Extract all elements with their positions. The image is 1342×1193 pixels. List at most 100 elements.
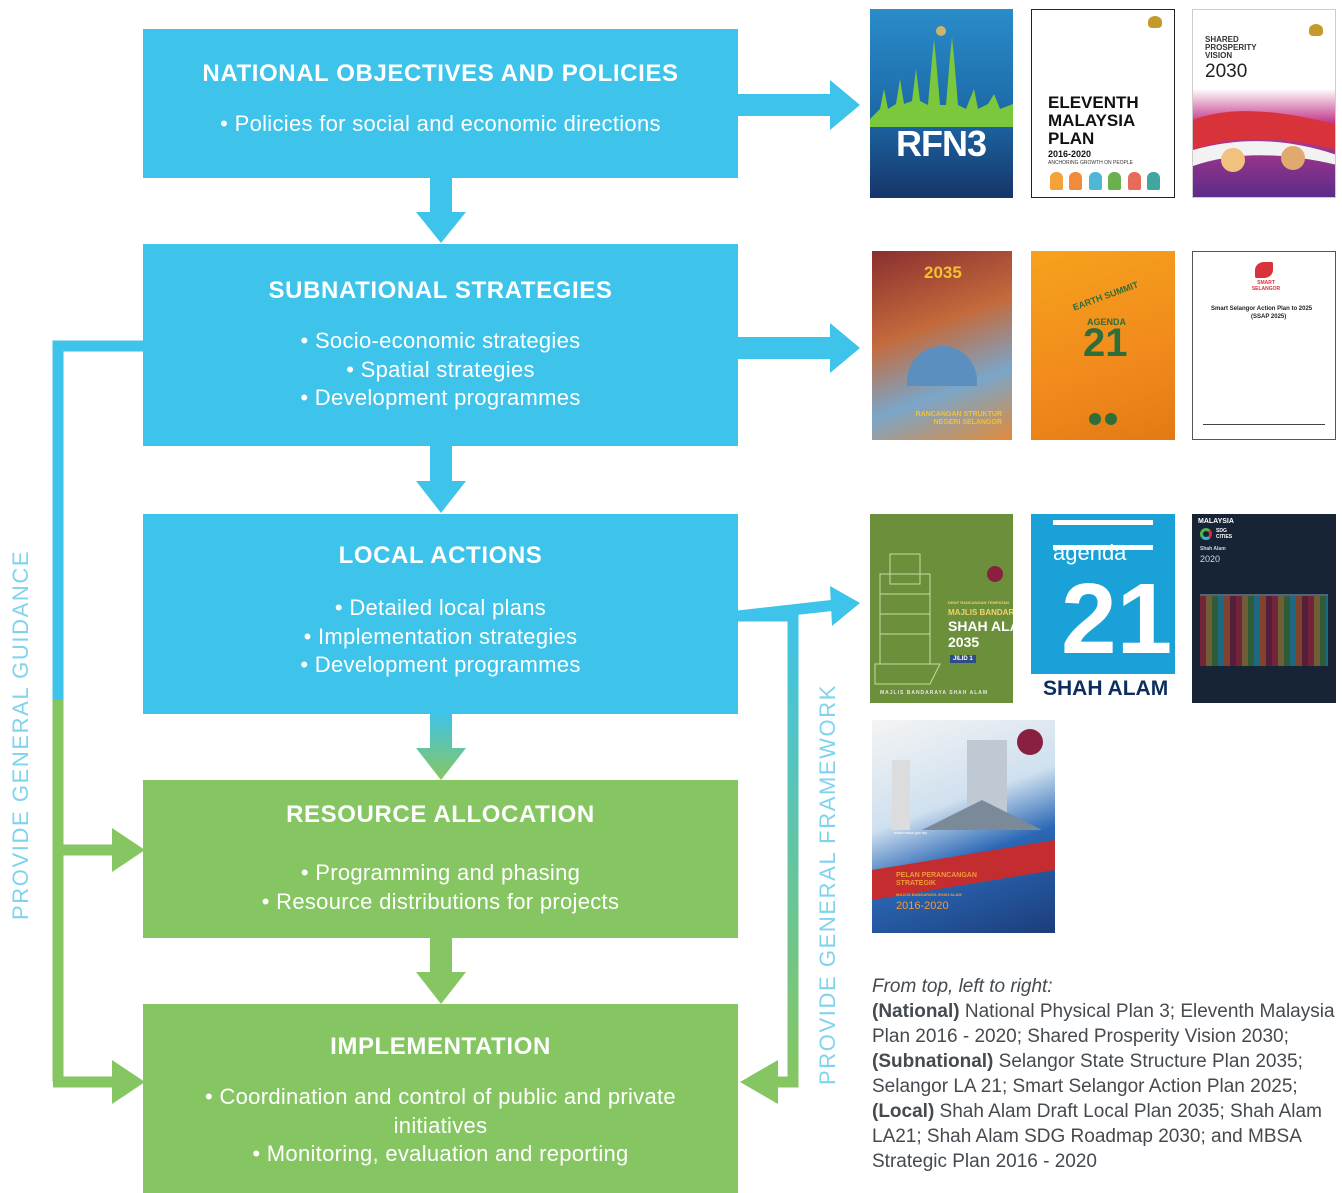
rfn3-title: RFN3 [896,123,987,164]
draft-plan-building-graphic [874,553,1003,685]
spv-title-line: VISION [1205,51,1233,60]
smart-selangor-subtitle: (SSAP 2025) [1251,314,1287,320]
smart-selangor-title: Smart Selangor Action Plan to 2025 [1211,306,1313,312]
sdg-cities-line: CITIES [1216,534,1233,540]
caption-subnational-text: Selangor State Structure Plan 2035; Sela… [872,1051,1303,1097]
box-implementation-item: Coordination and control of public and p… [203,1083,678,1140]
box-resource-allocation-title: RESOURCE ALLOCATION [286,801,595,828]
un-emblem-icon [1089,413,1101,425]
sdg-cities-line: MALAYSIA [1198,518,1234,525]
rfn3-skyline-graphic [870,26,1013,127]
cover-smart-selangor: SMART SELANGOR Smart Selangor Action Pla… [1192,251,1336,440]
eleventh-years: 2016-2020 [1048,149,1092,159]
mbsa-years: 2016-2020 [896,900,949,912]
arrow-down-1 [416,212,466,243]
la21-selangor-line: 21 [1083,321,1128,365]
caption-level-subnational: (Subnational) [872,1051,994,1072]
arrow-to-implementation [112,1060,145,1104]
caption-level-national: (National) [872,1001,960,1022]
draft-plan-footer: MAJLIS BANDARAYA SHAH ALAM [880,690,989,696]
la21-agenda: agenda [1053,540,1127,565]
arrow-down-2 [416,481,466,513]
cover-shared-prosperity-vision: SHARED PROSPERITY VISION 2030 [1192,9,1336,198]
caption-intro: From top, left to right: [872,976,1053,997]
caption-national-text: National Physical Plan 3; Eleventh Malay… [872,1001,1335,1047]
arrow-to-local-covers [830,586,860,626]
spv-title-line: SHARED [1205,35,1239,44]
down-arrows [416,176,466,1004]
box-local: LOCAL ACTIONS Detailed local plans Imple… [143,514,738,714]
box-national-item: Policies for social and economic directi… [143,110,738,139]
la21-selangor-line: AGENDA [1087,317,1127,327]
la21-jawi-script [1053,520,1153,550]
draft-plan-line: 2035 [948,634,980,650]
figure-caption: From top, left to right: (National) Nati… [872,974,1342,1174]
arrow-framework-to-implementation [740,1060,778,1104]
box-subnational-title: SUBNATIONAL STRATEGIES [268,277,613,304]
box-resource-allocation-item: Resource distributions for projects [143,888,738,917]
arrow-to-national-covers [830,80,860,130]
label-provide-general-framework: PROVIDE GENERAL FRAMEWORK [815,683,840,1085]
sdg-wheel-icon [1200,528,1212,540]
people-icons [1050,172,1160,190]
caption-level-local: (Local) [872,1101,935,1122]
box-resource-allocation-item: Programming and phasing [143,859,738,888]
cover-mbsa-strategic-plan: www.mbsa.gov.my PELAN PERANCANGAN STRATE… [872,720,1055,933]
draft-plan-line: DRAF RANCANGAN TEMPATAN [948,600,1009,605]
arrow-to-subnational-covers [830,323,860,373]
cover-sdg-cities-roadmap: MALAYSIA SDG CITIES Shah Alam 2020 [1192,514,1336,703]
caption-local-text: Shah Alam Draft Local Plan 2035; Shah Al… [872,1101,1322,1172]
cover-eleventh-malaysia-plan: ELEVENTH MALAYSIA PLAN 2016-2020 ANCHORI… [1031,9,1175,198]
sdg-cities-year: 2020 [1200,554,1221,564]
box-subnational-item: Spatial strategies [143,356,738,385]
smart-selangor-logo: SMART SELANGOR [1251,280,1281,292]
guidance-line-top [52,340,145,1082]
crest-icon [1148,16,1162,28]
box-national-title: NATIONAL OBJECTIVES AND POLICIES [202,60,679,87]
cover-shah-alam-draft-local-plan: DRAF RANCANGAN TEMPATAN MAJLIS BANDARAYA… [870,514,1013,703]
selangor-structure-title: RANCANGAN STRUKTUR NEGERI SELANGOR [915,411,1002,426]
right-arrows [737,80,860,626]
draft-plan-jilid: JILID 1 [950,655,976,663]
mosque-dome-graphic [907,346,977,386]
eleventh-title-line: ELEVENTH [1048,93,1139,112]
spv-flag-graphic [1193,111,1335,172]
cover-selangor-la21: EARTH SUMMIT AGENDA 21 [1031,251,1175,440]
sdg-city-skyline [1200,594,1328,666]
box-implementation: IMPLEMENTATION Coordination and control … [143,1004,738,1193]
box-national: NATIONAL OBJECTIVES AND POLICIES Policie… [143,29,738,178]
framework-connector [738,610,799,1104]
cover-selangor-structure-plan: 2035 RANCANGAN STRUKTUR NEGERI SELANGOR [872,251,1012,440]
la21-selangor-line: EARTH SUMMIT [1071,279,1140,313]
selangor-structure-year: 2035 [924,263,962,282]
la21-bottom-band [1031,674,1175,703]
framework-line [738,610,799,1088]
box-local-item: Development programmes [143,651,738,680]
crest-icon [1309,24,1323,36]
eleventh-tagline: ANCHORING GROWTH ON PEOPLE [1048,160,1134,166]
eleventh-title-line: PLAN [1048,129,1095,148]
draft-plan-line: MAJLIS BANDARAYA [948,608,1013,617]
smart-selangor-divider [1203,424,1325,425]
sdg-cities-line: SDG [1216,528,1227,534]
spv-title-line: PROSPERITY [1205,43,1257,52]
arrow-to-allocation [112,828,145,872]
box-local-item: Implementation strategies [143,623,738,652]
cover-shah-alam-la21: agenda 21 SHAH ALAM [1031,514,1175,703]
mbsa-building-graphic [872,729,1055,900]
box-implementation-title: IMPLEMENTATION [330,1033,551,1060]
spv-year: 2030 [1205,61,1248,82]
box-implementation-item: Monitoring, evaluation and reporting [203,1140,678,1169]
cover-rfn3: RFN3 [870,9,1013,198]
mbsa-org: MAJLIS BANDARAYA SHAH ALAM [896,892,962,897]
mbsa-title-line: PELAN PERANCANGAN [896,872,977,879]
sdg-cities-sub: Shah Alam [1200,546,1226,552]
arrow-down-3 [416,748,466,780]
box-subnational-item: Socio-economic strategies [143,327,738,356]
box-resource-allocation: RESOURCE ALLOCATION Programming and phas… [143,780,738,938]
box-subnational: SUBNATIONAL STRATEGIES Socio-economic st… [143,244,738,446]
smart-selangor-logo-icon [1255,262,1273,278]
box-local-item: Detailed local plans [143,594,738,623]
box-local-title: LOCAL ACTIONS [338,542,543,569]
